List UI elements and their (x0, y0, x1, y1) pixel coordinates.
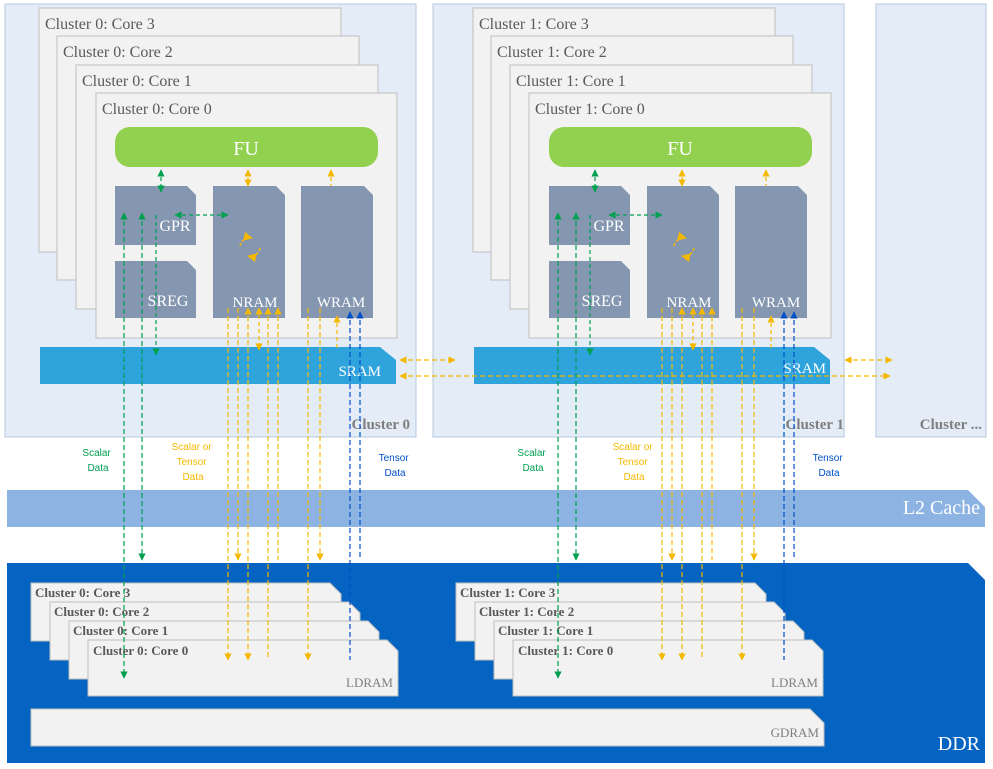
ldram-label: LDRAM (346, 675, 393, 690)
nram-label: NRAM (666, 295, 711, 311)
sram-bar (40, 347, 396, 384)
scalar-data-label: Scalar Data (517, 448, 548, 474)
core-label-1: Cluster 0: Core 1 (82, 73, 192, 90)
l2-cache: L2 Cache (7, 490, 985, 527)
cluster-1: Cluster 1: Core 3 Cluster 1: Core 2 Clus… (432, 3, 845, 438)
sram-interconnect-arrows (399, 356, 893, 380)
sreg-register (549, 261, 630, 318)
internal-arrows (152, 169, 341, 356)
fu-label: FU (233, 138, 259, 160)
ldram-core-label: Cluster 0: Core 0 (93, 643, 188, 658)
core-label-0: Cluster 0: Core 0 (102, 101, 212, 118)
fu-label: FU (667, 138, 693, 160)
core-label-1: Cluster 1: Core 1 (516, 73, 626, 90)
ldram-core-label: Cluster 1: Core 3 (460, 585, 556, 600)
core-label-3: Cluster 0: Core 3 (45, 16, 155, 33)
nram-memory (213, 186, 285, 318)
sreg-label: SREG (582, 293, 623, 310)
ldram-label: LDRAM (771, 675, 818, 690)
cluster-more-label: Cluster ... (920, 417, 982, 433)
cluster-more: Cluster ... (875, 3, 987, 438)
gpr-label: GPR (159, 218, 190, 235)
gdram-label: GDRAM (771, 725, 820, 740)
wram-label: WRAM (752, 295, 800, 311)
gpr-label: GPR (593, 218, 624, 235)
gdram: GDRAM (30, 708, 825, 747)
cluster-label: Cluster 1 (786, 417, 844, 433)
cluster-label: Cluster 0 (352, 417, 410, 433)
ldram-cluster-1: Cluster 1: Core 3 Cluster 1: Core 2 Clus… (455, 582, 824, 697)
scalar-or-tensor-label: Scalar or Tensor Data (613, 442, 656, 483)
sreg-register (115, 261, 196, 318)
scalar-or-tensor-label: Scalar or Tensor Data (172, 442, 215, 483)
memory-arrows-cluster-1 (554, 212, 798, 679)
ldram-cluster-0: Cluster 0: Core 3 Cluster 0: Core 2 Clus… (30, 582, 399, 697)
nram-label: NRAM (232, 295, 277, 311)
tensor-data-label: Tensor Data (379, 453, 412, 479)
fu-unit (549, 127, 812, 167)
wram-memory (301, 186, 373, 318)
fu-unit (115, 127, 378, 167)
ldram-core-label: Cluster 0: Core 3 (35, 585, 131, 600)
wram-label: WRAM (317, 295, 365, 311)
memory-arrows-cluster-0 (120, 212, 364, 679)
l2-cache-label: L2 Cache (903, 497, 980, 519)
ldram-core-label: Cluster 1: Core 2 (479, 604, 574, 619)
ldram-core-label: Cluster 0: Core 1 (73, 623, 168, 638)
scalar-data-label: Scalar Data (82, 448, 113, 474)
data-labels: Scalar Data Scalar or Tensor Data Tensor… (82, 442, 846, 483)
ldram-core-label: Cluster 1: Core 0 (518, 643, 613, 658)
cluster-0: Cluster 0: Core 3 Cluster 0: Core 2 Clus… (4, 3, 417, 438)
ddr: DDR Cluster 0: Core 3 Cluster 0: Core 2 … (7, 563, 985, 763)
wram-memory (735, 186, 807, 318)
sram-bar (474, 347, 830, 384)
ddr-label: DDR (938, 733, 981, 755)
sram-label: SRAM (783, 361, 826, 377)
tensor-data-label: Tensor Data (813, 453, 846, 479)
internal-arrows (586, 169, 775, 356)
sreg-label: SREG (148, 293, 189, 310)
nram-memory (647, 186, 719, 318)
core-label-0: Cluster 1: Core 0 (535, 101, 645, 118)
core-label-3: Cluster 1: Core 3 (479, 16, 589, 33)
core-label-2: Cluster 0: Core 2 (63, 44, 173, 61)
core-label-2: Cluster 1: Core 2 (497, 44, 607, 61)
ldram-core-label: Cluster 0: Core 2 (54, 604, 149, 619)
ldram-core-label: Cluster 1: Core 1 (498, 623, 593, 638)
